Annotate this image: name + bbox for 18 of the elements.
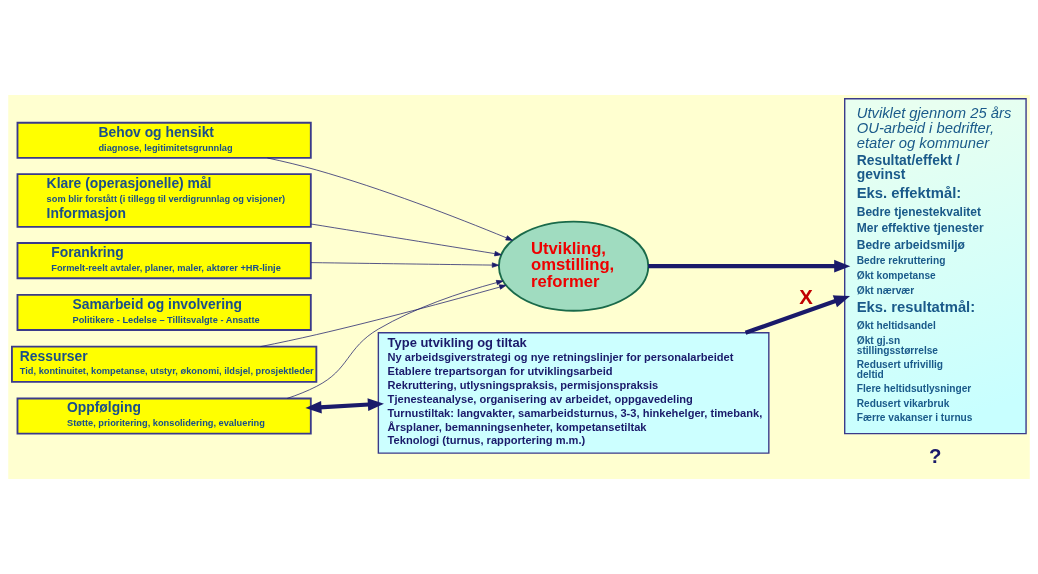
edge-label: X bbox=[799, 285, 813, 308]
arrow bbox=[286, 280, 504, 399]
arrow bbox=[648, 259, 851, 273]
node-box: Behov og hensikt diagnose, legitimitetsgrunnlag bbox=[16, 121, 312, 159]
arrow bbox=[310, 223, 502, 257]
arrow bbox=[260, 284, 507, 347]
node-box: Klare (operasjonelle) mål som blir forstått (i tillegg til verdigrunnlag og visjoner) Informasjon bbox=[16, 173, 312, 228]
label: ? bbox=[928, 444, 942, 467]
arrow bbox=[305, 398, 384, 414]
node-box: Utviklet gjennom 25 års OU-arbeid i bedrifter, etater og kommuner Resultat/effekt / gevinst Eks. effektmål: Bedre tjenestekvalitet Mer effektive tjenester Bedre arbeidsmiljø Bedre rekruttering Økt kompetanse Økt nærvær Eks. resultatmål: Økt heltidsandel Økt gj.sn stillingsstørrelse Redusert ufrivillig deltid Flere heltidsutlysninger Redusert vikarbruk Færre vakanser i turnus bbox=[844, 98, 1027, 435]
node-box: Forankring Formelt-reelt avtaler, planer, maler, aktører +HR-linje bbox=[16, 242, 312, 280]
arrow bbox=[310, 262, 500, 268]
node-box: Type utvikling og tiltak Ny arbeidsgiverstrategi og nye retningslinjer for personalarbeidet Etablere trepartsorgan for utviklingsarbeid Rekruttering, utlysningspraksis, permisjonspraksis Tjenesteanalyse, organisering av arbeidet, oppgavedeling Turnustiltak: langvakter, samarbeidsturnus, 3-3, hinkehelger, timebank, Årsplaner, bemanningsenheter, kompetansetiltak Teknologi (turnus, rapportering m.m.) bbox=[377, 332, 770, 454]
node-box: Oppfølging Støtte, prioritering, konsolidering, evaluering bbox=[16, 397, 312, 435]
node-box: Samarbeid og involvering Politikere - Ledelse – Tillitsvalgte - Ansatte bbox=[16, 293, 312, 331]
arrow bbox=[267, 157, 513, 241]
arrow bbox=[744, 295, 851, 335]
node-box: Ressurser Tid, kontinuitet, kompetanse, utstyr, økonomi, ildsjel, prosjektleder bbox=[11, 345, 318, 383]
